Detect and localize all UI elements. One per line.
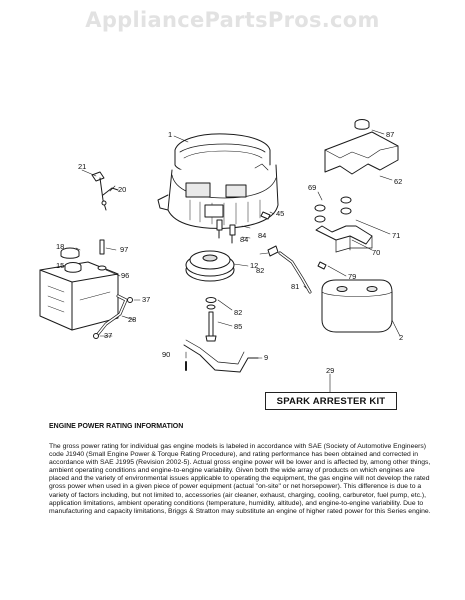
callout-9: 9 xyxy=(264,353,269,362)
callout-90: 90 xyxy=(162,350,171,359)
callout-70: 70 xyxy=(372,248,381,257)
exploded-parts-diagram xyxy=(39,119,401,393)
crankshaft-bolt xyxy=(205,297,217,342)
engine-pulley xyxy=(185,250,235,282)
callout-29: 29 xyxy=(326,366,335,375)
callout-15: 15 xyxy=(56,261,65,270)
fuel-fitting-hose xyxy=(267,245,312,294)
callout-20: 20 xyxy=(118,185,127,194)
leader-lines xyxy=(75,129,401,393)
callout-81: 81 xyxy=(291,282,300,291)
callout-1: 1 xyxy=(168,130,173,139)
callout-12: 12 xyxy=(250,261,259,270)
callout-84-lower: 84 xyxy=(240,235,249,244)
section-title: ENGINE POWER RATING INFORMATION xyxy=(49,423,184,430)
muffler xyxy=(321,279,393,333)
engine-assembly xyxy=(157,133,279,229)
callout-62-shield: 62 xyxy=(394,177,403,186)
callout-18: 18 xyxy=(56,242,65,251)
callout-82-washer: 82 xyxy=(234,308,243,317)
bolt-79 xyxy=(317,261,327,270)
callout-82-fitting: 82 xyxy=(256,266,265,275)
fuel-cap-filter xyxy=(60,239,107,271)
callout-2: 2 xyxy=(399,333,404,342)
throttle-cable xyxy=(183,339,259,373)
callout-71: 71 xyxy=(392,231,401,240)
callout-45: 45 xyxy=(276,209,285,218)
callout-79: 79 xyxy=(348,272,357,281)
callout-85: 85 xyxy=(234,322,243,331)
callout-37-upper: 37 xyxy=(142,295,151,304)
exhaust-manifold xyxy=(314,196,373,253)
callout-37-lower: 37 xyxy=(104,331,113,340)
callout-84-upper: 84 xyxy=(258,231,267,240)
watermark: AppliancePartsPros.com xyxy=(85,8,380,32)
dipstick-tube xyxy=(91,171,119,211)
callout-28: 28 xyxy=(128,315,137,324)
power-rating-paragraph: The gross power rating for individual ga… xyxy=(49,443,431,515)
callout-21: 21 xyxy=(78,162,87,171)
bolts-84 xyxy=(216,219,236,244)
bolt-45 xyxy=(260,211,271,220)
callout-96: 96 xyxy=(121,271,130,280)
callout-97: 97 xyxy=(120,245,129,254)
fuel-tank xyxy=(39,261,119,331)
callout-69: 69 xyxy=(308,183,317,192)
callout-87: 87 xyxy=(386,130,395,139)
fuel-line xyxy=(93,294,133,339)
spark-arrester-kit-label: SPARK ARRESTER KIT xyxy=(265,392,397,410)
heat-shield xyxy=(324,119,399,175)
